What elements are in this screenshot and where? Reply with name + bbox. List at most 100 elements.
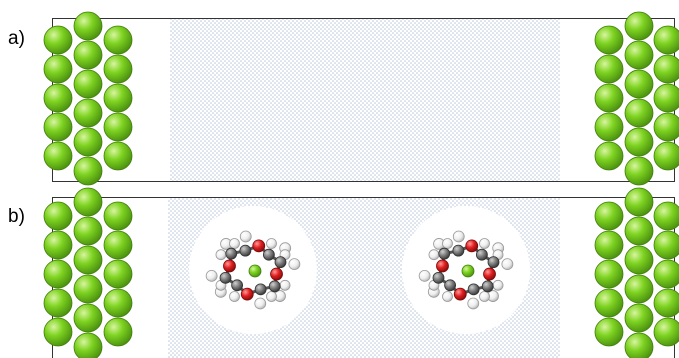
electrode-atom — [653, 317, 679, 347]
electrode-atom — [103, 259, 133, 289]
electrode-atom — [594, 112, 624, 142]
electrode-atom — [103, 25, 133, 55]
carbon-atom — [219, 271, 232, 284]
hydrogen-atom — [288, 258, 301, 271]
hydrogen-atom — [215, 249, 227, 261]
carbon-atom — [239, 244, 252, 257]
electrode-atom — [73, 98, 103, 128]
electrode-atom — [594, 54, 624, 84]
electrode-atom — [624, 274, 654, 304]
electrode-atom — [594, 288, 624, 318]
electrode-atom — [594, 201, 624, 231]
panel-b-label: b) — [8, 206, 25, 227]
electrode-atom — [73, 303, 103, 333]
carbon-atom — [274, 256, 287, 269]
electrode-atom — [624, 187, 654, 217]
electrode-atom — [103, 317, 133, 347]
hydrogen-atom — [229, 238, 240, 249]
electrode-atom — [653, 54, 679, 84]
electrode-atom — [103, 288, 133, 318]
electrode-atom — [73, 69, 103, 99]
panel-a-solvent — [170, 19, 560, 181]
hydrogen-atom — [266, 238, 277, 249]
carbon-atom — [254, 283, 267, 296]
central-ion — [248, 264, 262, 278]
electrode-atom — [43, 83, 73, 113]
hydrogen-atom — [254, 297, 267, 310]
electrode-atom — [103, 112, 133, 142]
electrode-atom — [624, 245, 654, 275]
electrode-atom — [73, 332, 103, 358]
oxygen-atom — [223, 259, 236, 273]
electrode-atom — [73, 274, 103, 304]
oxygen-atom — [436, 259, 449, 273]
electrode-atom — [43, 201, 73, 231]
electrode-atom — [653, 230, 679, 260]
electrode-atom — [594, 141, 624, 171]
hydrogen-atom — [442, 238, 453, 249]
electrode-atom — [73, 245, 103, 275]
electrode-atom — [73, 11, 103, 41]
hydrogen-atom — [501, 258, 514, 271]
panel-a-right-electrode — [594, 11, 679, 186]
hydrogen-atom — [479, 238, 490, 249]
electrode-atom — [653, 288, 679, 318]
oxygen-atom — [252, 239, 266, 253]
hydrogen-atom — [229, 291, 240, 302]
electrode-atom — [653, 25, 679, 55]
electrode-atom — [73, 156, 103, 186]
electrode-atom — [624, 98, 654, 128]
electrode-atom — [624, 216, 654, 246]
carbon-atom — [225, 247, 238, 260]
electrode-atom — [43, 317, 73, 347]
electrode-atom — [43, 288, 73, 318]
electrode-atom — [73, 127, 103, 157]
hydrogen-atom — [479, 291, 490, 302]
panel-a-label: a) — [8, 28, 25, 49]
electrode-atom — [624, 69, 654, 99]
oxygen-atom — [240, 287, 254, 301]
oxygen-atom — [465, 239, 479, 253]
panel-b-right-electrode — [594, 187, 679, 358]
panel-b-left-electrode — [43, 187, 133, 358]
electrode-atom — [103, 83, 133, 113]
carbon-atom — [467, 283, 480, 296]
electrode-atom — [43, 112, 73, 142]
hydrogen-atom — [467, 297, 480, 310]
electrode-atom — [624, 332, 654, 358]
carbon-atom — [481, 280, 494, 293]
carbon-atom — [475, 248, 488, 261]
panel-a-left-electrode — [43, 11, 133, 186]
hydrogen-atom — [442, 291, 453, 302]
electrode-atom — [653, 83, 679, 113]
carbon-atom — [444, 279, 457, 292]
crown-ether-molecule-2 — [402, 206, 530, 334]
hydrogen-atom — [418, 269, 431, 282]
electrode-atom — [594, 230, 624, 260]
hydrogen-atom — [492, 279, 504, 291]
panel-a: a) — [8, 11, 679, 186]
hydrogen-atom — [205, 269, 218, 282]
panel-b: b) — [8, 187, 679, 358]
hydrogen-atom — [279, 279, 291, 291]
hydrogen-atom — [239, 230, 252, 243]
electrode-atom — [594, 317, 624, 347]
carbon-atom — [262, 248, 275, 261]
electrode-atom — [103, 230, 133, 260]
electrode-atom — [73, 216, 103, 246]
electrode-atom — [594, 259, 624, 289]
electrode-atom — [594, 83, 624, 113]
carbon-atom — [432, 271, 445, 284]
electrode-atom — [43, 141, 73, 171]
hydrogen-atom — [452, 230, 465, 243]
carbon-atom — [231, 279, 244, 292]
oxygen-atom — [453, 287, 467, 301]
electrode-atom — [624, 40, 654, 70]
hydrogen-atom — [266, 291, 277, 302]
carbon-atom — [268, 280, 281, 293]
central-ion — [461, 264, 475, 278]
electrode-atom — [43, 54, 73, 84]
electrode-atom — [73, 187, 103, 217]
oxygen-atom — [270, 267, 283, 281]
